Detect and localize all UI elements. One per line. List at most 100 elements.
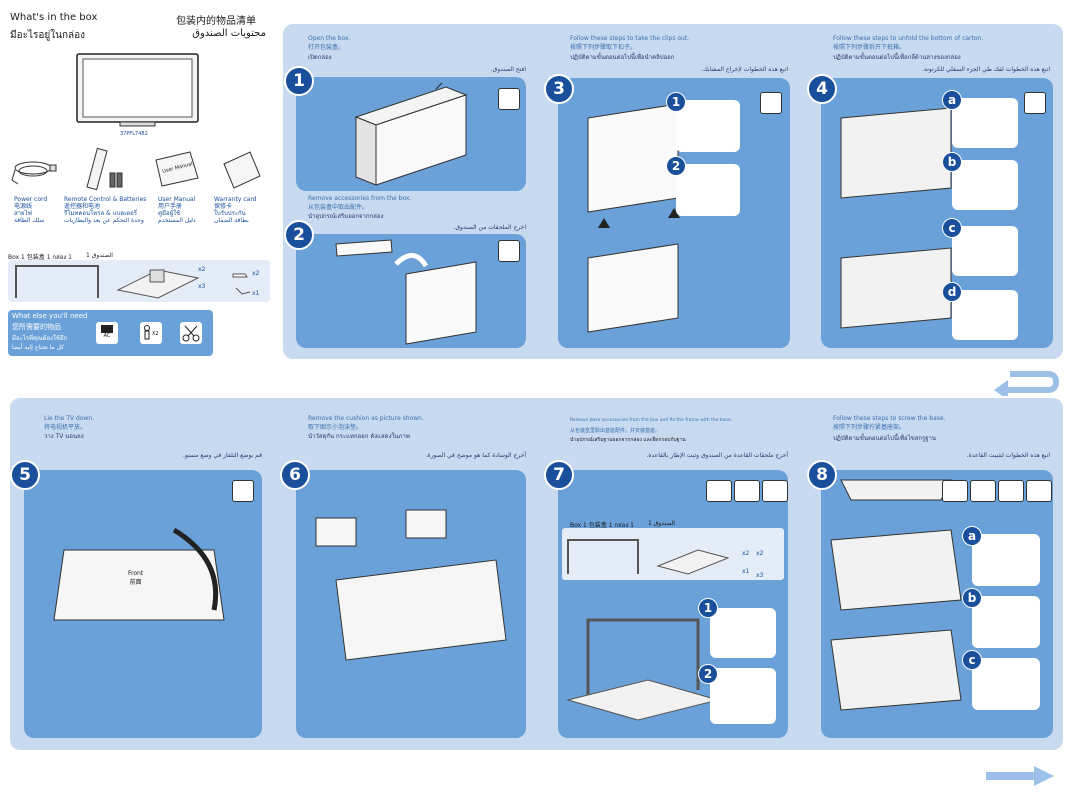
box1-label: Box 1 包装盒 1 กล่อง 1: [8, 254, 72, 261]
step7-box1-label-ar: الصندوق 1: [648, 520, 675, 527]
step4-en: Follow these steps to unfold the bottom …: [833, 35, 984, 42]
step4-th: ปฏิบัติตามขั้นตอนต่อไปนี้เพื่อกลี่ด้านล่…: [833, 54, 961, 61]
box1-label-ar: الصندوق 1: [86, 252, 113, 259]
step6-th: นำวัสดุกัน กระแทกออก ดังแสดงในภาพ: [308, 433, 410, 440]
step6-illustration: [296, 470, 526, 738]
model-label: 37PFL7482: [120, 131, 148, 137]
warranty-card-icon: [220, 150, 264, 194]
scissors-icon: [180, 322, 202, 344]
step3-en: Follow these steps to take the clips out…: [570, 35, 690, 42]
step4-detail-b: [952, 160, 1018, 210]
step7-detail-2: [710, 668, 776, 724]
tv-illustration: [75, 52, 200, 132]
step2-illustration: [296, 234, 526, 348]
step8-number: 8: [807, 460, 837, 490]
step6-number: 6: [280, 460, 310, 490]
item-remote: Remote Control & Batteries 遥控器和电池 รีโมทค…: [64, 196, 147, 224]
step7-en: Remove base accessories from the box and…: [570, 418, 733, 423]
step7-count-allen: x1: [742, 568, 750, 575]
step3-ar: اتبع هذه الخطوات لإخراج المشابك.: [701, 66, 788, 73]
step3-detail-2: [676, 164, 740, 216]
else-title: What else you'll need: [12, 312, 88, 320]
step8-allen-key-icon: [1026, 480, 1052, 502]
power-cord-icon: [8, 150, 58, 194]
step7-ar: أخرج ملحقات القاعدة من الصندوق وثبت الإط…: [646, 452, 788, 459]
step5-th: วาง TV นอนลง: [44, 433, 84, 440]
title-th: มีอะไรอยู่ในกล่อง: [10, 30, 86, 41]
title-ar: محتويات الصندوق: [192, 28, 266, 39]
step5-two-person-icon: [232, 480, 254, 502]
step2-en: Remove accessories from the box.: [308, 195, 412, 202]
two-person-icon: [140, 322, 162, 344]
remote-control-icon: [82, 145, 132, 199]
step7-allen-key-icon: [762, 480, 788, 502]
step8-sub-b: b: [962, 588, 982, 608]
item-warranty: Warranty card 保修卡 ใบรับประกัน بطاقة الضم…: [214, 196, 257, 224]
ac-outlet-icon: AC: [96, 322, 118, 344]
step1-number: 1: [284, 66, 314, 96]
step6-ar: أخرج الوسادة كما هو موضح في الصورة.: [425, 452, 526, 459]
step7-detail-1: [710, 608, 776, 658]
step3-th: ปฏิบัติตามขั้นตอนต่อไปนี้เพื่อนำคลิปออก: [570, 54, 675, 61]
step8-th: ปฏิบัติตามขั้นตอนต่อไปนี้เพื่อไขสกรูฐาน: [833, 435, 937, 442]
step1-th: เปิดกล่อง: [308, 54, 332, 61]
title-zh: 包装内的物品清单: [176, 16, 256, 27]
count-a: x2: [198, 266, 206, 273]
step1-ar: افتح الصندوق.: [490, 66, 526, 73]
step7-th: นำอุปกรณ์เสริมฐานออกจากกล่อง และยึดกรอบก…: [570, 437, 686, 443]
step4-detail-c: [952, 226, 1018, 276]
step3-number: 3: [544, 74, 574, 104]
step3-sub-1: 1: [666, 92, 686, 112]
step4-sub-a: a: [942, 90, 962, 110]
step8-en: Follow these steps to screw the base.: [833, 415, 946, 422]
step3-two-person-icon: [760, 92, 782, 114]
else-ar: كل ما تحتاج إليه أيضا: [12, 344, 65, 351]
step8-detail-c: [972, 658, 1040, 710]
else-th: มีอะไรที่คุณต้องใช้อีก: [12, 335, 68, 342]
step6-zh: 取下图示小泡沫垫。: [308, 424, 363, 431]
step1-illustration: [296, 77, 526, 191]
step7-sub-1: 1: [698, 598, 718, 618]
step8-screwdriver-icon: [998, 480, 1024, 502]
step3-detail-1: [676, 100, 740, 152]
step8-detail-b: [972, 596, 1040, 648]
step2-zh: 从包装盒中取出配件。: [308, 204, 369, 211]
two-person-count: X2: [152, 331, 159, 337]
step8-detail-a: [972, 534, 1040, 586]
step8-sub-c: c: [962, 650, 982, 670]
step7-number: 7: [544, 460, 574, 490]
user-manual-icon: [150, 150, 202, 194]
step1-zh: 打开包装盒。: [308, 44, 345, 51]
step8-two-person-icon: [942, 480, 968, 502]
item-power-cord: Power cord 电源线 สายไฟ سلك الطاقة: [14, 196, 48, 224]
title-en: What's in the box: [10, 12, 98, 23]
step3-sub-2: 2: [666, 156, 686, 176]
step4-two-person-icon: [1024, 92, 1046, 114]
step5-front-label: Front 前面: [128, 570, 144, 586]
step7-count-a: x2: [756, 550, 764, 557]
step4-detail-d: [952, 290, 1018, 340]
step4-sub-d: d: [942, 282, 962, 302]
item-user-manual: User Manual 用户手册 คู่มือผู้ใช้ دليل المست…: [158, 196, 196, 224]
step5-en: Lie the TV down.: [44, 415, 95, 422]
step8-screw-icon: [970, 480, 996, 502]
count-b: x3: [198, 283, 206, 290]
step3-zh: 按照下列步骤取下扣子。: [570, 44, 637, 51]
step1-two-person-icon: [498, 88, 520, 110]
step2-number: 2: [284, 220, 314, 250]
return-arrow-icon: [990, 366, 1060, 400]
step7-count-foam: x2: [742, 550, 750, 557]
step5-number: 5: [10, 460, 40, 490]
step5-zh: 将电视机平放。: [44, 424, 87, 431]
step5-ar: قم بوضع التلفاز في وضع مستو.: [183, 452, 262, 459]
step7-two-person-icon: [706, 480, 732, 502]
step4-number: 4: [807, 74, 837, 104]
step6-en: Remove the cushion as picture shown.: [308, 415, 424, 422]
else-zh: 您所需要的物品: [12, 323, 61, 331]
step3-illustration: [558, 78, 790, 348]
step1-en: Open the box.: [308, 35, 351, 42]
step2-th: นำอุปกรณ์เสริมออกจากกล่อง: [308, 213, 384, 220]
count-foam: x2: [252, 270, 260, 277]
count-allen: x1: [252, 290, 260, 297]
step8-ar: اتبع هذه الخطوات لتثبيت القاعدة.: [966, 452, 1050, 459]
